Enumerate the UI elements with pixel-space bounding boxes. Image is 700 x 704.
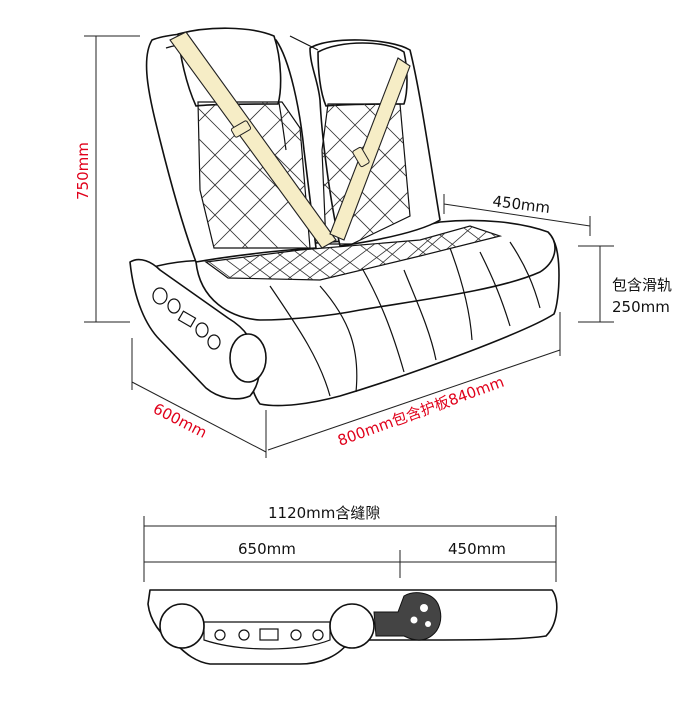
height-label: 750mm <box>74 142 92 200</box>
side-view-button-1 <box>214 629 226 641</box>
seat-depth-label: 450mm <box>492 192 552 217</box>
right-width-label: 450mm <box>448 540 506 558</box>
side-view-display <box>259 628 279 641</box>
side-view <box>147 589 558 665</box>
side-view-right-knob <box>329 603 375 649</box>
left-seatbelt <box>169 31 337 249</box>
left-buckle <box>230 120 252 138</box>
side-knob <box>229 333 267 383</box>
side-view-button-3 <box>290 629 302 641</box>
left-width-dimension: 650mm <box>144 540 401 578</box>
right-seatbelt <box>329 57 411 241</box>
side-view-button-4 <box>312 629 324 641</box>
depth-label: 600mm <box>150 400 210 442</box>
height-dimension: 750mm <box>74 35 140 323</box>
bracket-hole-1 <box>420 604 428 612</box>
rail-height-dimension: 包含滑轨 250mm <box>578 245 672 323</box>
right-buckle <box>352 146 370 168</box>
rail-label: 包含滑轨 <box>612 276 672 294</box>
side-button-4 <box>207 334 221 350</box>
rail-height-label: 250mm <box>612 298 670 316</box>
bracket-hole-3 <box>425 621 431 627</box>
seat-illustration <box>129 27 560 407</box>
total-width-label: 1120mm含缝隙 <box>268 504 380 522</box>
side-button-3 <box>195 322 209 338</box>
side-view-button-2 <box>238 629 250 641</box>
side-view-left-knob <box>159 603 205 649</box>
left-width-label: 650mm <box>238 540 296 558</box>
right-width-dimension: 450mm <box>400 540 556 563</box>
right-headrest <box>317 42 408 107</box>
side-display <box>177 310 197 328</box>
side-button-2 <box>167 298 181 314</box>
side-button-1 <box>152 287 168 305</box>
bracket-hole-2 <box>410 616 418 624</box>
total-width-dimension: 1120mm含缝隙 <box>143 504 557 582</box>
